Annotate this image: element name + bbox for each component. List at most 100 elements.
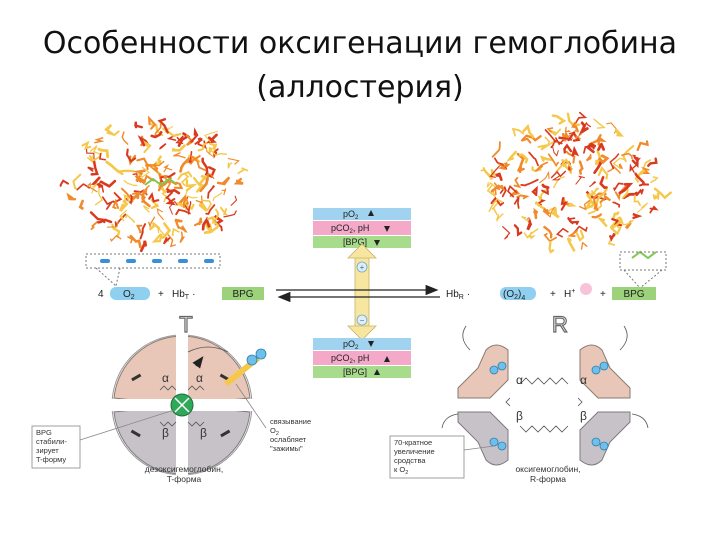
protein-ribbon-segment — [124, 181, 137, 186]
protein-ribbon-segment — [173, 229, 179, 235]
vertical-shift-arrow: + − — [348, 244, 376, 340]
protein-ribbon-segment — [180, 232, 184, 242]
protein-ribbon-segment — [73, 175, 80, 189]
protein-ribbon-segment — [552, 146, 558, 156]
protein-ribbon-segment — [554, 176, 560, 180]
protein-ribbon-segment — [61, 181, 68, 186]
protein-ribbon-segment — [238, 168, 247, 173]
protein-ribbon-segment — [108, 131, 119, 135]
svg-text:α: α — [580, 373, 587, 387]
svg-text:T-форму: T-форму — [36, 455, 66, 464]
svg-text:β: β — [200, 426, 207, 440]
protein-ribbon-segment — [635, 195, 641, 205]
bpg-molecule-right — [632, 252, 656, 258]
protein-ribbon-segment — [533, 188, 537, 195]
protein-ribbon-segment — [164, 166, 172, 172]
bottom-po2: pO — [343, 339, 355, 349]
protein-ribbon-segment — [553, 116, 564, 124]
protein-ribbon-segment — [576, 134, 582, 139]
equilibrium-equation: 4 O2 + HbT· BPG HbR· (O2)4 + H+ + BPG — [98, 283, 656, 302]
svg-text:"зажимы": "зажимы" — [270, 444, 303, 453]
protein-ribbon-segment — [580, 162, 582, 174]
deoxy-caption-1: дезоксигемоглобин, — [145, 464, 223, 474]
beta-subunit-bl — [458, 412, 508, 465]
oxy-caption-1: оксигемоглобин, — [515, 464, 580, 474]
deoxy-caption-2: T-форма — [167, 474, 202, 484]
h-ion: H — [564, 289, 571, 300]
o2-molecule-icon — [490, 366, 498, 374]
svg-text:HbR·: HbR· — [446, 289, 470, 301]
protein-ribbon-segment — [535, 211, 538, 218]
protein-ribbon-segment — [195, 218, 201, 226]
protein-ribbon-segment — [515, 178, 520, 187]
protein-ribbon-segment — [513, 129, 523, 136]
svg-text:BPG: BPG — [36, 428, 52, 437]
protein-ribbon-segment — [83, 143, 91, 149]
top-po2: pO — [343, 209, 355, 219]
protein-ribbon-segment — [96, 188, 103, 205]
protein-ribbon-segment — [550, 242, 554, 252]
protein-ribbon-segment — [577, 231, 583, 240]
protein-ribbon-segment — [610, 234, 614, 239]
o2-molecule-icon — [592, 366, 600, 374]
alpha-subunit-tl — [458, 345, 508, 398]
protein-ribbon-segment — [209, 135, 216, 142]
protein-ribbon-segment — [200, 176, 205, 184]
protein-ribbon-segment — [640, 184, 649, 185]
oxyhemoglobin-structure-image — [482, 113, 671, 252]
top-pco2: pCO — [331, 223, 350, 233]
protein-ribbon-segment — [141, 241, 145, 251]
protein-ribbon-segment — [101, 181, 115, 186]
protein-ribbon-segment — [654, 194, 658, 198]
protein-ribbon-segment — [135, 122, 142, 128]
o2-molecule-icon — [256, 349, 266, 359]
protein-ribbon-segment — [575, 113, 585, 124]
svg-text:β: β — [516, 409, 523, 423]
svg-text:α: α — [196, 371, 203, 385]
protein-ribbon-segment — [540, 173, 549, 183]
po2-decrease-bar — [313, 338, 411, 350]
protein-ribbon-segment — [594, 119, 604, 128]
protein-ribbon-segment — [95, 138, 103, 143]
protein-ribbon-segment — [228, 163, 231, 168]
protein-ribbon-segment — [149, 118, 155, 128]
condition-box-top: pO2 pCO2, pH [BPG] — [313, 208, 411, 248]
protein-ribbon-segment — [620, 165, 621, 168]
svg-text:+: + — [158, 289, 164, 300]
protein-ribbon-segment — [179, 226, 185, 232]
protein-ribbon-segment — [633, 214, 639, 218]
alpha-subunit-tl — [114, 336, 182, 405]
protein-ribbon-segment — [127, 150, 135, 162]
protein-ribbon-segment — [80, 201, 83, 209]
protein-ribbon-segment — [122, 132, 128, 144]
protein-ribbon-segment — [651, 177, 657, 182]
svg-text:70-кратное: 70-кратное — [394, 438, 432, 447]
svg-text:+: + — [550, 289, 556, 300]
beta-subunit-br — [580, 412, 630, 465]
protein-ribbon-segment — [173, 153, 185, 158]
svg-text:стабили-: стабили- — [36, 437, 67, 446]
protein-ribbon-segment — [633, 158, 638, 166]
svg-text:−: − — [360, 316, 365, 325]
t-state-label: T — [179, 312, 192, 337]
svg-text:ослабляет: ослабляет — [270, 435, 307, 444]
svg-text:увеличение: увеличение — [394, 447, 435, 456]
svg-text:β: β — [580, 409, 587, 423]
protein-ribbon-segment — [538, 146, 547, 150]
svg-text:H+: H+ — [564, 288, 575, 300]
protein-ribbon-segment — [208, 186, 214, 198]
protein-ribbon-segment — [231, 196, 237, 205]
protein-ribbon-segment — [620, 184, 630, 193]
oxy-caption-2: R-форма — [530, 474, 566, 484]
protein-ribbon-segment — [158, 209, 164, 220]
protein-ribbon-segment — [508, 186, 517, 196]
protein-ribbon-segment — [138, 226, 142, 233]
protein-ribbon-segment — [160, 144, 166, 149]
protein-ribbon-segment — [565, 146, 572, 153]
protein-ribbon-segment — [493, 142, 500, 157]
svg-text:+: + — [360, 263, 365, 272]
svg-text:α: α — [162, 371, 169, 385]
protein-ribbon-segment — [77, 184, 89, 189]
protein-ribbon-segment — [582, 243, 588, 249]
